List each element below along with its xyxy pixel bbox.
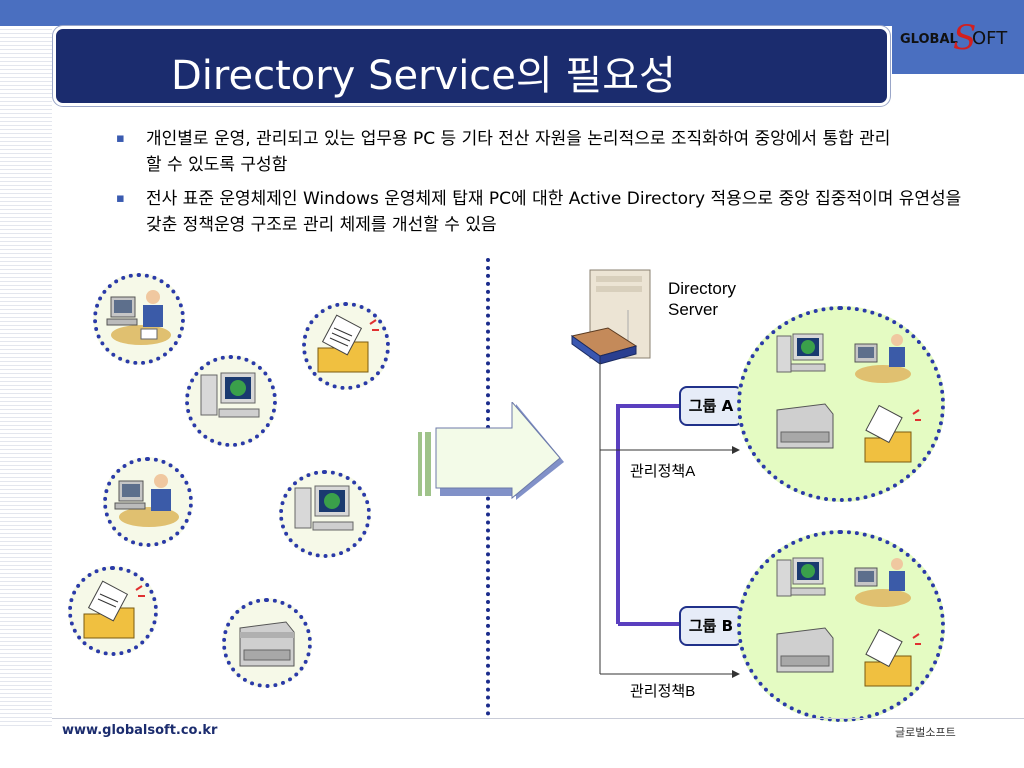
policy-a-label: 관리정책A [630, 463, 696, 480]
group-connectors [599, 362, 740, 678]
footer-divider [52, 718, 1024, 719]
resource-circle-printer-1 [222, 598, 312, 688]
server-label-line2: Server [668, 300, 719, 319]
resource-circle-user-1 [93, 273, 185, 365]
resource-circle-folder-2 [68, 566, 158, 656]
footer-company-name: 글로벌소프트 [895, 726, 956, 739]
resource-circle-user-2 [103, 457, 193, 547]
monitor-globe-icon [200, 372, 260, 418]
bullet-text-1: 개인별로 운영, 관리되고 있는 업무용 PC 등 기타 전산 자원을 논리적으… [146, 129, 891, 175]
bullet-marker-2: ▪ [116, 191, 125, 206]
server-label-line1: Directory [668, 279, 737, 298]
computer-user-icon [114, 474, 179, 527]
computer-user-icon [854, 558, 911, 607]
logo-global-text: GLOBAL [900, 32, 958, 47]
computer-user-icon [854, 334, 911, 383]
title-banner: Directory Service의 필요성 [53, 26, 890, 106]
policy-b-label: 관리정책B [630, 683, 696, 700]
transition-arrow-icon [418, 402, 564, 500]
server-label: Directory Server [668, 278, 736, 320]
company-logo: GLOBAL S OFT [900, 18, 1018, 62]
monitor-globe-icon [294, 485, 354, 531]
header-band [0, 0, 1024, 26]
footer-url[interactable]: www.globalsoft.co.kr [62, 723, 218, 738]
logo-s-letter: S [953, 18, 977, 58]
group-a-box: 그룹 A [679, 386, 743, 426]
monitor-globe-icon [776, 333, 826, 373]
logo-oft-text: OFT [972, 28, 1008, 49]
monitor-globe-icon [776, 557, 826, 597]
bullet-text-2: 전사 표준 운영체제인 Windows 운영체제 탑재 PC에 대한 Activ… [146, 189, 962, 235]
page-title: Directory Service의 필요성 [171, 53, 676, 99]
computer-user-icon [106, 290, 171, 345]
group-a-resources [776, 333, 921, 463]
header-band-right [892, 0, 1024, 74]
resource-circle-folder-1 [302, 302, 390, 390]
resource-circle-computer-1 [185, 355, 277, 447]
group-a-circle [737, 306, 945, 502]
printer-icon [776, 403, 834, 449]
folder-document-icon [864, 404, 921, 463]
bullet-marker-1: ▪ [116, 131, 125, 146]
printer-icon [776, 627, 834, 673]
folder-document-icon [864, 628, 921, 687]
resource-circle-computer-2 [279, 470, 371, 558]
group-b-circle [737, 530, 945, 722]
group-b-box: 그룹 B [679, 606, 743, 646]
group-b-resources [776, 557, 921, 687]
printer-icon [239, 621, 295, 667]
left-decorative-stripes [0, 26, 52, 726]
folder-document-icon [83, 580, 145, 639]
folder-document-icon [317, 314, 379, 373]
